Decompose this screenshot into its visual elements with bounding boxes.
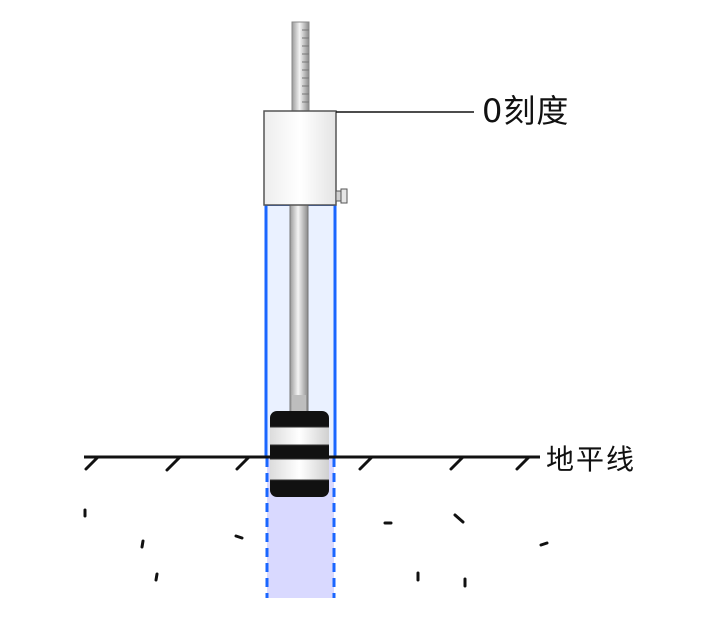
set-screw-knob-icon (335, 188, 348, 204)
ground-line (84, 455, 540, 472)
sinker-weight (270, 411, 329, 497)
measuring-scale-rod (291, 21, 310, 113)
zero-mark-label: 0刻度 (482, 92, 570, 130)
ground-line-label: 地平线 (546, 443, 637, 476)
scale-ticks (302, 29, 309, 103)
soil-texture-marks-icon (83, 508, 549, 588)
inner-rod (289, 204, 309, 415)
tube-cap (263, 110, 348, 206)
ground-hatch-marks (84, 456, 530, 472)
